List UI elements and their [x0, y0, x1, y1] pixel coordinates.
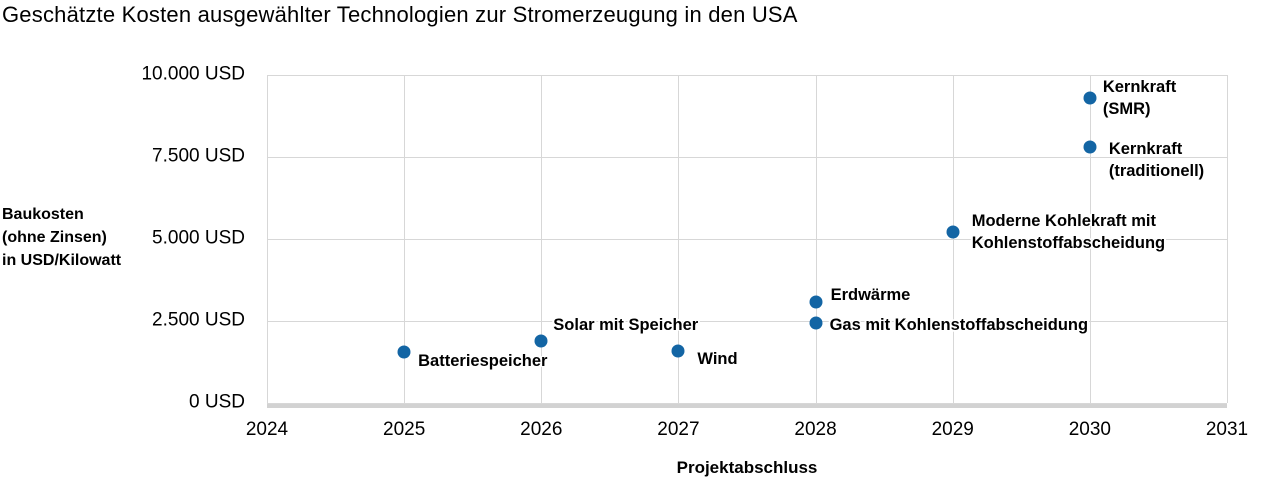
x-axis-line [267, 404, 1227, 408]
x-axis-title: Projektabschluss [676, 458, 818, 477]
gridline-horizontal [267, 157, 1227, 158]
x-tick-label: 2030 [1068, 419, 1111, 440]
data-point [671, 344, 685, 358]
data-point-label: Batteriespeicher [418, 352, 548, 371]
chart-title: Geschätzte Kosten ausgewählter Technolog… [2, 2, 798, 27]
data-point-label: Gas mit Kohlenstoffabscheidung [829, 315, 1089, 334]
data-point-label: Solar mit Speicher [553, 315, 699, 334]
y-tick-label: 10.000 USD [141, 63, 245, 85]
x-tick-label: 2024 [245, 419, 289, 440]
data-point [809, 316, 823, 330]
x-tick-label: 2029 [931, 419, 974, 440]
y-axis-title: Baukosten (ohne Zinsen) in USD/Kilowatt [2, 206, 122, 269]
gridline-horizontal [267, 403, 1227, 404]
data-point-label: Kernkraft (traditionell) [1108, 140, 1205, 181]
x-tick-label: 2028 [794, 419, 837, 440]
data-point [1083, 140, 1097, 154]
y-tick-label: 5.000 USD [152, 227, 245, 249]
y-tick-label: 2.500 USD [152, 309, 245, 331]
x-tick-label: 2031 [1205, 419, 1249, 440]
x-tick-label: 2026 [520, 419, 563, 440]
x-tick-label: 2027 [657, 419, 700, 440]
data-point [534, 334, 548, 348]
gridline-horizontal [267, 239, 1227, 240]
gridline-horizontal [267, 321, 1227, 322]
data-point [1083, 91, 1097, 105]
data-point-label: Kernkraft (SMR) [1102, 77, 1177, 118]
data-point [397, 345, 411, 359]
gridline-horizontal [267, 75, 1227, 76]
gridline-vertical [1227, 75, 1228, 403]
data-point-label: Wind [697, 350, 738, 369]
y-tick-label: 0 USD [189, 391, 245, 413]
data-point [946, 225, 960, 239]
data-point-label: Erdwärme [830, 286, 911, 305]
data-point [809, 295, 823, 309]
data-point-label: Moderne Kohlekraft mit Kohlenstoffabsche… [971, 212, 1166, 253]
x-tick-label: 2025 [383, 419, 426, 440]
y-tick-label: 7.500 USD [152, 145, 245, 167]
